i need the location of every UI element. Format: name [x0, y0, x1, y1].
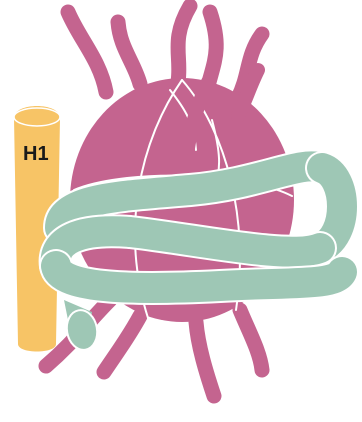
histone-tail: [118, 22, 140, 84]
histone-tail: [178, 6, 190, 82]
histone-tail: [208, 12, 216, 86]
histone-tail: [68, 12, 106, 92]
histone-tail: [240, 310, 262, 370]
h1-label: H1: [23, 143, 49, 165]
h1-rod-top: [14, 108, 60, 126]
histone-tail: [104, 316, 140, 372]
histone-tail: [196, 322, 214, 396]
